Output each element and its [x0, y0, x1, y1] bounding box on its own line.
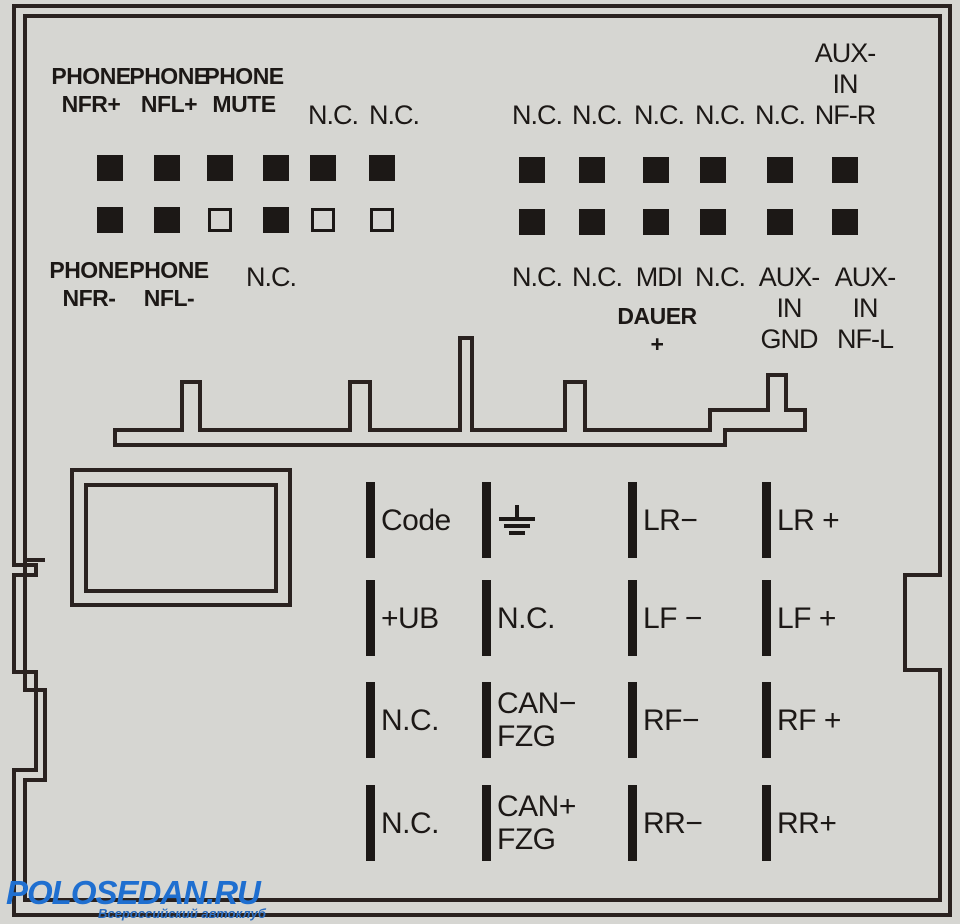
pin-label-nc: N.C. — [369, 100, 420, 130]
power-pin — [482, 482, 537, 558]
pin — [369, 155, 395, 181]
pin — [643, 157, 669, 183]
pin — [207, 155, 233, 181]
power-pin-label: +UB — [381, 601, 439, 635]
pin — [643, 209, 669, 235]
power-pin-label: RR+ — [777, 806, 837, 840]
power-pin-label: LF − — [643, 601, 702, 635]
pin-label-phone-nfr-minus: PHONE NFR- — [49, 257, 129, 311]
pin-bar — [482, 785, 491, 861]
pin-bar — [628, 580, 637, 656]
pin — [579, 209, 605, 235]
watermark-logo: POLOSEDAN.RU Всероссийский автоклуб — [6, 874, 266, 922]
pin-label-phone-mute: PHONE MUTE — [204, 63, 284, 117]
pin-label-mdi: MDI — [635, 262, 683, 292]
power-pin: LR− — [628, 482, 698, 558]
power-pin: LR + — [762, 482, 840, 558]
power-pin: Code — [366, 482, 451, 558]
pin-label-aux-in-nf-r: AUX- IN NF-R — [814, 38, 877, 130]
watermark-title: POLOSEDAN.RU — [6, 874, 261, 911]
pin — [154, 207, 180, 233]
pin-label-nc: N.C. — [695, 100, 746, 130]
pin-label-nc: N.C. — [695, 262, 746, 292]
pin — [97, 155, 123, 181]
pin — [579, 157, 605, 183]
power-pin: CAN+ FZG — [482, 785, 576, 861]
pin-bar — [366, 580, 375, 656]
power-pin-label: N.C. — [381, 703, 440, 737]
pin-bar — [482, 682, 491, 758]
pin — [700, 157, 726, 183]
pin-bar — [366, 785, 375, 861]
pin-label-nc: N.C. — [308, 100, 359, 130]
ground-icon — [497, 505, 537, 535]
power-pin: N.C. — [366, 682, 440, 758]
pin-bar — [482, 482, 491, 558]
power-pin: RF + — [762, 682, 841, 758]
pin — [519, 209, 545, 235]
power-pin-label: CAN+ FZG — [497, 790, 576, 856]
empty-pin — [370, 208, 394, 232]
power-pin: RR− — [628, 785, 703, 861]
pin-label-aux-in-nf-l: AUX- IN NF-L — [834, 262, 897, 354]
watermark-subtitle: Всероссийский автоклуб — [98, 906, 266, 921]
pin — [154, 155, 180, 181]
pin-bar — [366, 482, 375, 558]
power-pin: N.C. — [366, 785, 440, 861]
power-pin: LF − — [628, 580, 702, 656]
pin — [310, 155, 336, 181]
pin-bar — [628, 682, 637, 758]
pin-label-aux-in-gnd: AUX- IN GND — [758, 262, 821, 354]
pin-label-dauer-plus: DAUER + — [617, 303, 697, 357]
pin — [700, 209, 726, 235]
pin-bar — [628, 482, 637, 558]
power-pin-label: N.C. — [381, 806, 440, 840]
power-pin: +UB — [366, 580, 439, 656]
power-pin-label: RR− — [643, 806, 703, 840]
pin — [263, 155, 289, 181]
power-pin: RR+ — [762, 785, 837, 861]
pin-label-nc: N.C. — [634, 100, 685, 130]
empty-pin — [311, 208, 335, 232]
pin — [767, 157, 793, 183]
pin — [519, 157, 545, 183]
pin-label-nc: N.C. — [572, 262, 623, 292]
power-pin-label: LF + — [777, 601, 836, 635]
pin — [767, 209, 793, 235]
pin-label-phone-nfr-plus: PHONE NFR+ — [51, 63, 131, 117]
power-pin-label: LR− — [643, 503, 698, 537]
pin — [832, 209, 858, 235]
power-pin-label: Code — [381, 503, 451, 537]
pin-label-nc: N.C. — [512, 262, 563, 292]
power-pin: RF− — [628, 682, 700, 758]
pin-label-nc: N.C. — [755, 100, 806, 130]
power-pin: CAN− FZG — [482, 682, 576, 758]
power-pin: LF + — [762, 580, 836, 656]
pin-bar — [482, 580, 491, 656]
pin-bar — [762, 682, 771, 758]
pin-label-nc: N.C. — [246, 262, 297, 292]
empty-pin — [208, 208, 232, 232]
power-pin: N.C. — [482, 580, 556, 656]
power-pin-label: RF− — [643, 703, 700, 737]
pin-bar — [762, 580, 771, 656]
pin-bar — [366, 682, 375, 758]
power-pin-label: RF + — [777, 703, 841, 737]
pin — [832, 157, 858, 183]
pin-label-phone-nfl-plus: PHONE NFL+ — [129, 63, 209, 117]
pin-bar — [762, 482, 771, 558]
pin-label-nc: N.C. — [572, 100, 623, 130]
pin-label-phone-nfl-minus: PHONE NFL- — [129, 257, 209, 311]
pin — [97, 207, 123, 233]
power-pin-label: LR + — [777, 503, 840, 537]
power-pin-label: N.C. — [497, 601, 556, 635]
pin-bar — [628, 785, 637, 861]
power-pin-label: CAN− FZG — [497, 687, 576, 753]
pin — [263, 207, 289, 233]
pin-label-nc: N.C. — [512, 100, 563, 130]
pin-bar — [762, 785, 771, 861]
